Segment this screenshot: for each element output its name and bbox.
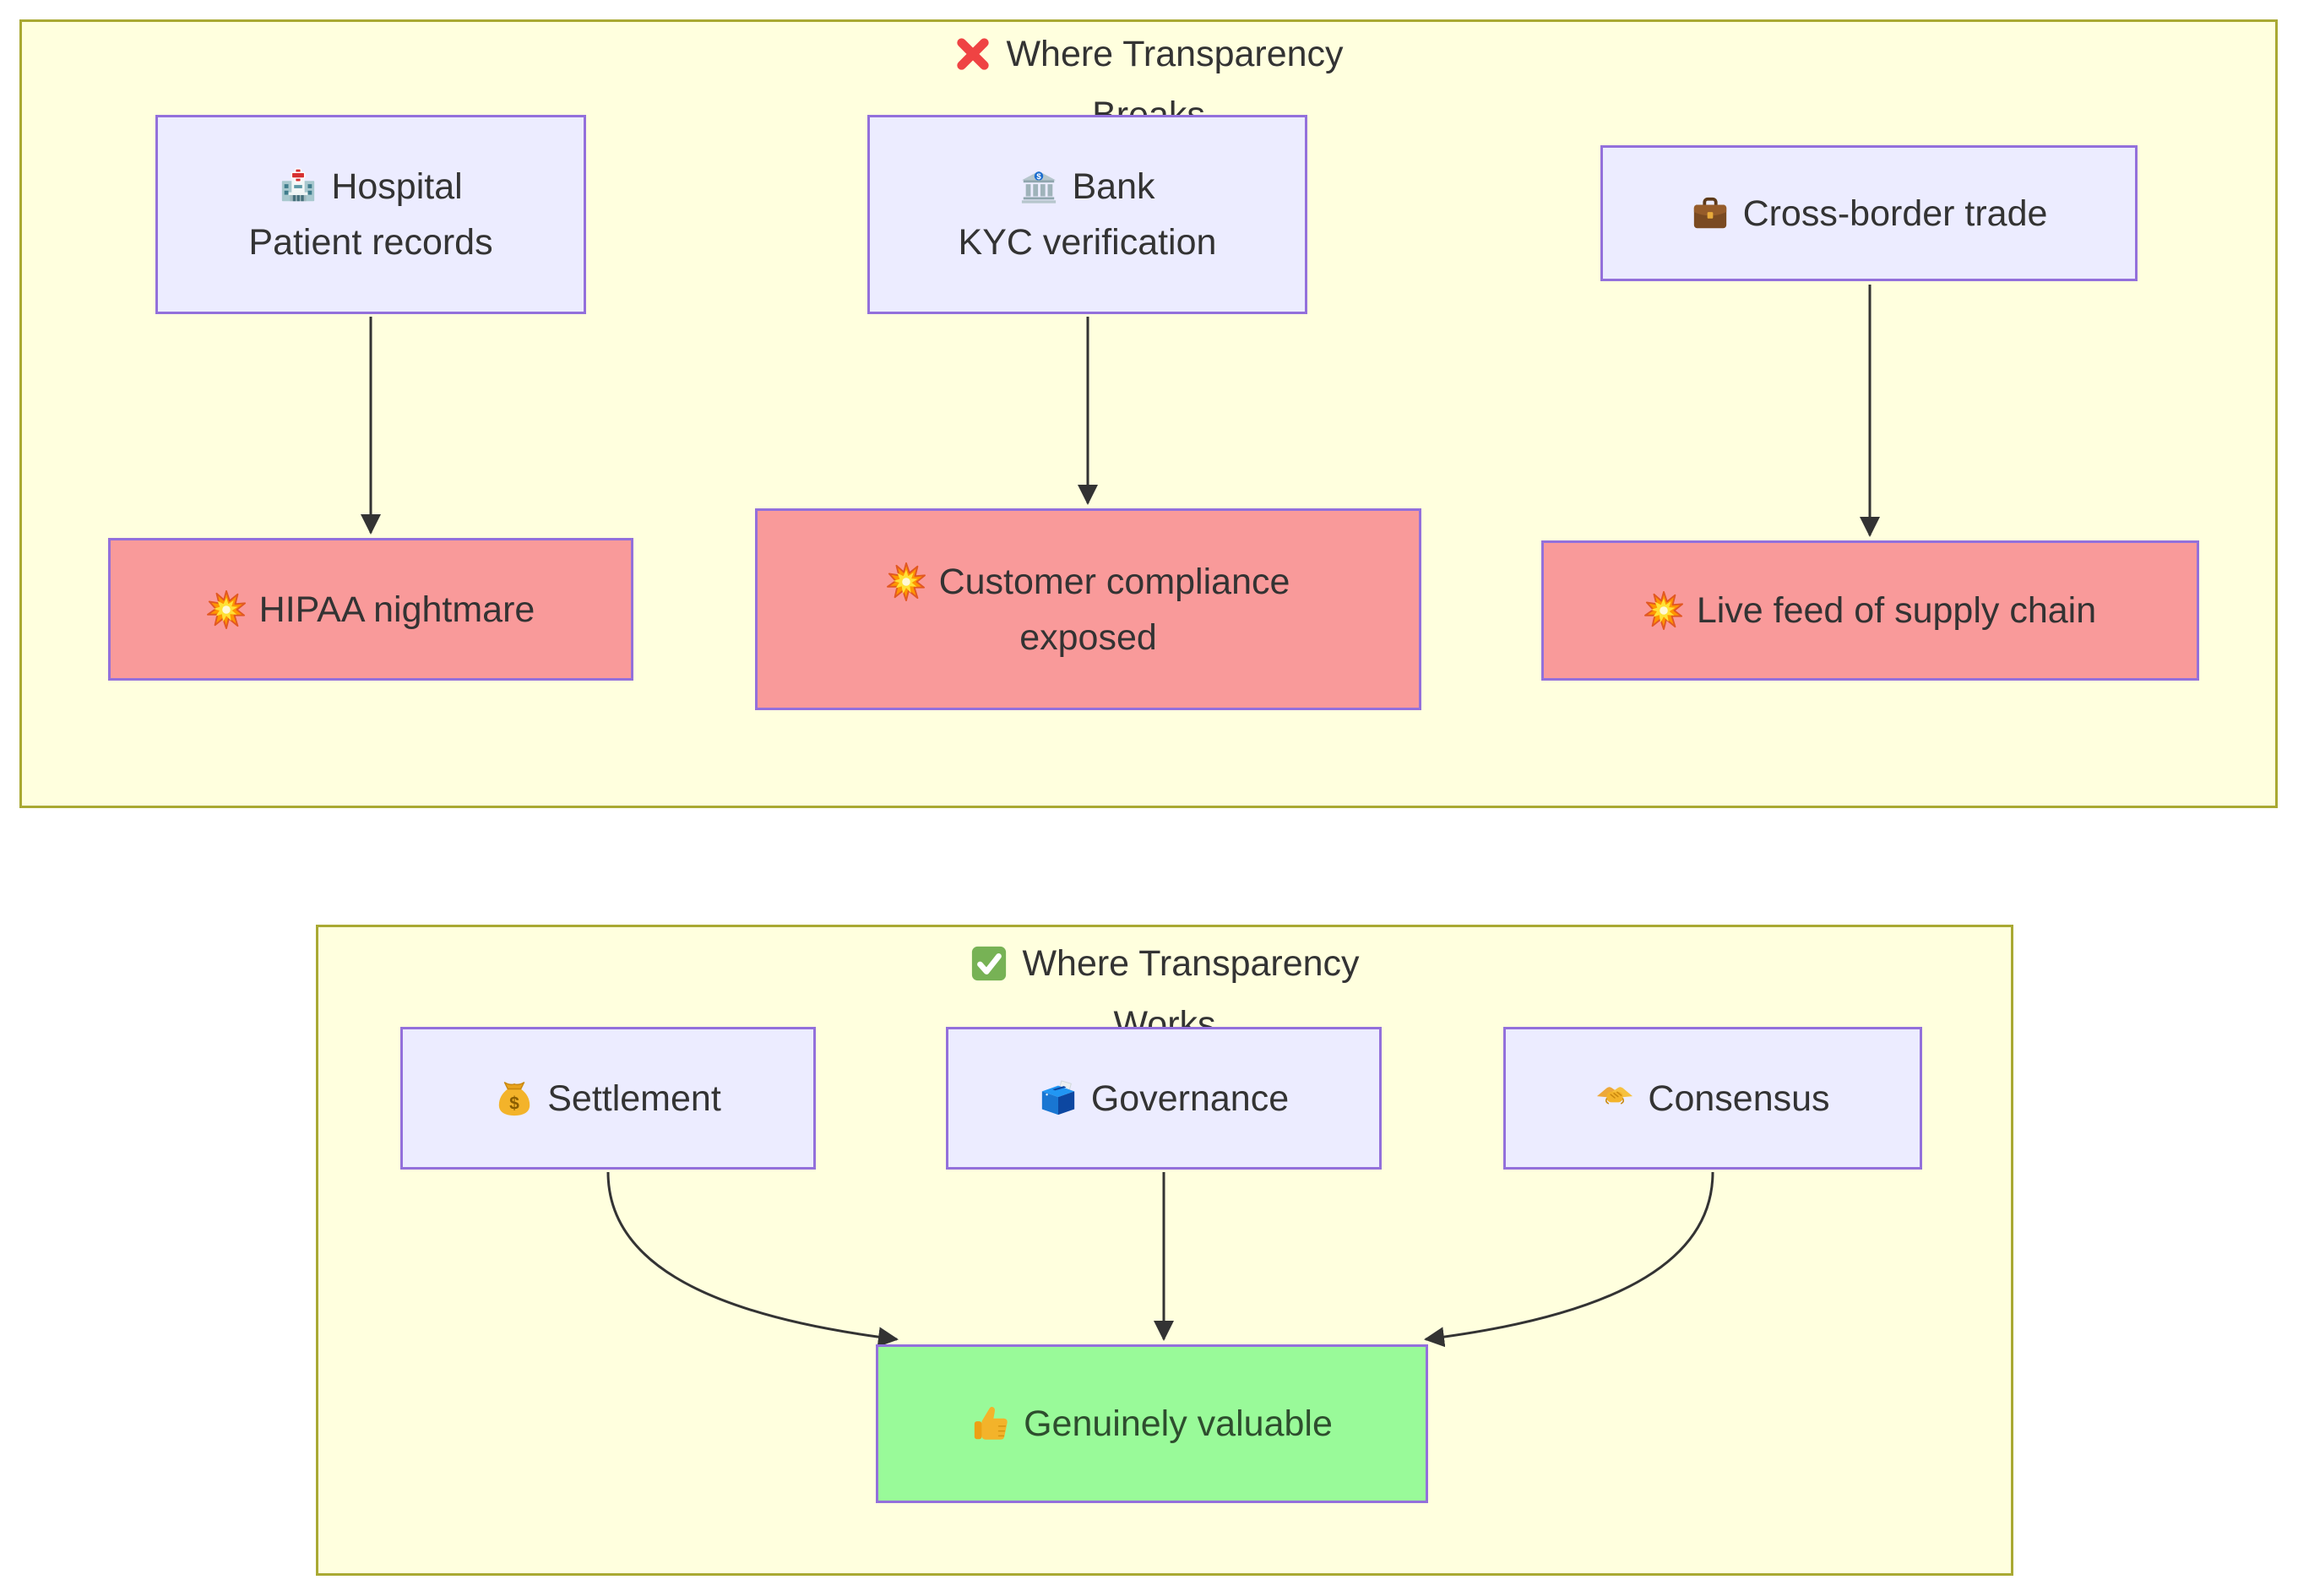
collision-icon <box>886 562 926 601</box>
edge-consensus-valuable <box>1424 1171 1714 1348</box>
node-governance: Governance <box>946 1027 1382 1170</box>
node-settlement-label: Settlement <box>547 1078 721 1119</box>
thumbs-up-icon <box>974 1406 1008 1440</box>
briefcase-icon <box>1693 197 1726 228</box>
node-valuable-label: Genuinely valuable <box>1024 1403 1333 1444</box>
node-governance-label: Governance <box>1090 1078 1290 1119</box>
node-supply-label: Live feed of supply chain <box>1696 590 2097 631</box>
node-consensus: Consensus <box>1503 1027 1922 1170</box>
node-hospital-label: Hospital <box>331 166 463 207</box>
node-hospital-sublabel: Patient records <box>248 222 493 263</box>
node-hospital: Hospital Patient records <box>155 115 586 314</box>
node-consensus-label: Consensus <box>1648 1078 1830 1119</box>
node-bank: $ Bank KYC verification <box>867 115 1307 314</box>
collision-icon <box>206 589 246 629</box>
node-trade-label: Cross-border trade <box>1742 193 2048 234</box>
money-bag-icon: $ <box>499 1081 530 1116</box>
handshake-icon <box>1597 1086 1633 1105</box>
node-compliance-label: Customer compliance <box>938 561 1290 602</box>
node-hipaa-label: HIPAA nightmare <box>258 589 535 630</box>
node-valuable: Genuinely valuable <box>876 1344 1428 1503</box>
node-bank-label: Bank <box>1072 166 1155 207</box>
ballot-box-icon <box>1041 1079 1075 1115</box>
edge-settlement-valuable <box>606 1171 899 1348</box>
node-hipaa: HIPAA nightmare <box>108 538 633 681</box>
collision-icon <box>1643 591 1683 630</box>
node-compliance-sublabel: exposed <box>1019 616 1157 658</box>
check-mark-icon <box>972 946 1007 981</box>
hospital-icon <box>282 168 315 202</box>
bank-icon: $ <box>1022 171 1057 204</box>
cluster-works-title: Where Transparency Works <box>316 933 2013 1055</box>
works-title-line1: Where Transparency <box>1022 942 1360 984</box>
node-compliance: Customer compliance exposed <box>755 508 1421 710</box>
node-trade: Cross-border trade <box>1600 145 2138 281</box>
breaks-title-line1: Where Transparency <box>1006 33 1344 74</box>
node-settlement: $ Settlement <box>400 1027 816 1170</box>
cross-mark-icon <box>957 38 990 70</box>
node-bank-sublabel: KYC verification <box>958 222 1217 263</box>
svg-text:$: $ <box>509 1094 519 1113</box>
svg-text:$: $ <box>1037 172 1042 182</box>
node-supply: Live feed of supply chain <box>1541 540 2199 681</box>
